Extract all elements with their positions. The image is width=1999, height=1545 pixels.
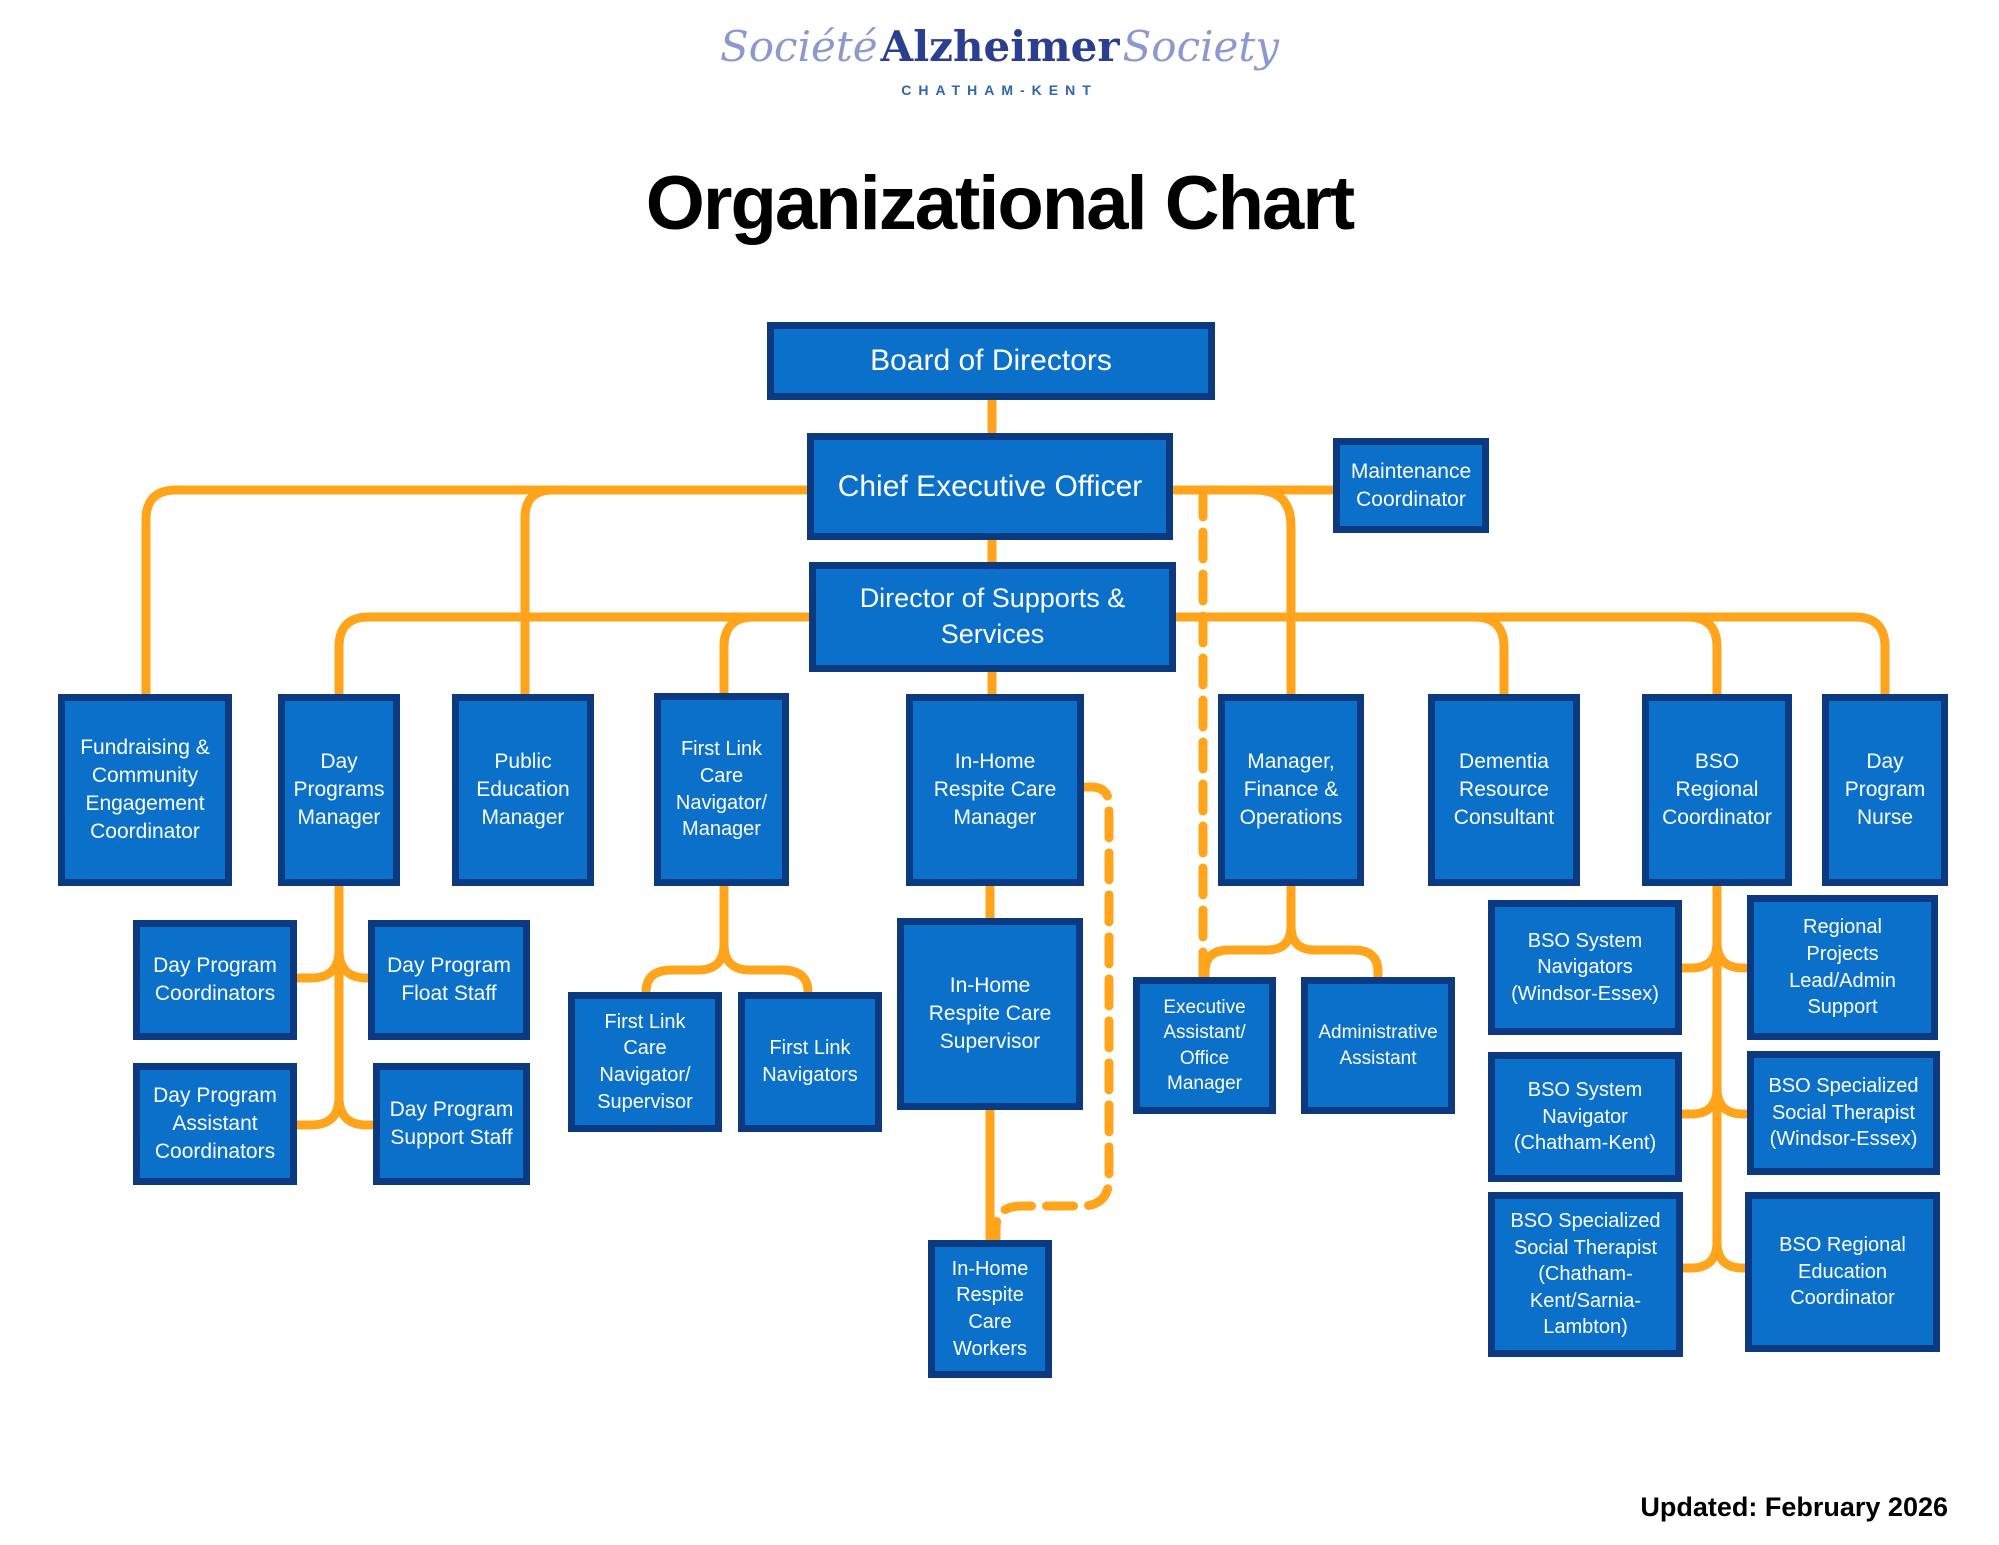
node-maintenance: Maintenance Coordinator: [1333, 438, 1489, 533]
solid-connector: [1677, 1083, 1722, 1119]
solid-connector: [292, 945, 344, 983]
node-dp-assistant-coords: Day Program Assistant Coordinators: [133, 1063, 297, 1185]
node-first-link-manager: First Link Care Navigator/ Manager: [654, 693, 789, 886]
solid-connector: [1250, 485, 1296, 699]
solid-connector: [334, 945, 373, 983]
solid-connector: [141, 485, 812, 699]
node-board: Board of Directors: [767, 322, 1215, 400]
solid-connector: [292, 1092, 344, 1130]
node-finance-operations: Manager, Finance & Operations: [1218, 694, 1364, 886]
node-bso-regional-ed: BSO Regional Education Coordinator: [1745, 1192, 1940, 1352]
node-ih-supervisor: In-Home Respite Care Supervisor: [897, 918, 1083, 1110]
node-day-programs-manager: Day Programs Manager: [278, 694, 400, 886]
node-director: Director of Supports & Services: [809, 562, 1176, 672]
logo-society-text: Society: [1122, 22, 1279, 71]
node-in-home-manager: In-Home Respite Care Manager: [906, 694, 1084, 886]
page-title: Organizational Chart: [645, 161, 1355, 246]
solid-connector: [334, 1092, 378, 1130]
solid-connector: [719, 939, 813, 997]
node-dp-coordinators: Day Program Coordinators: [133, 920, 297, 1040]
solid-connector: [1678, 1237, 1722, 1273]
solid-connector: [520, 485, 558, 699]
node-fl-navigators: First Link Navigators: [738, 992, 882, 1132]
logo-alzheimer-text: Alzheimer: [880, 22, 1120, 71]
node-dp-float-staff: Day Program Float Staff: [368, 920, 530, 1040]
node-bso-sst-chatham: BSO Specialized Social Therapist (Chatha…: [1488, 1192, 1683, 1357]
node-ih-workers: In-Home Respite Care Workers: [928, 1240, 1052, 1378]
solid-connector: [1677, 937, 1722, 973]
node-fundraising: Fundraising & Community Engagement Coord…: [58, 694, 232, 886]
node-public-education: Public Education Manager: [452, 694, 594, 886]
solid-connector: [1712, 937, 1752, 973]
solid-connector: [1682, 612, 1722, 699]
solid-connector: [334, 612, 817, 699]
node-bso-sst-windsor: BSO Specialized Social Therapist (Windso…: [1747, 1051, 1940, 1175]
solid-connector: [641, 939, 729, 997]
alzheimer-society-logo: SociétéAlzheimerSociety: [0, 22, 1999, 71]
solid-connector: [1712, 1237, 1750, 1273]
solid-connector: [1286, 921, 1383, 982]
node-regional-projects: Regional Projects Lead/Admin Support: [1747, 895, 1938, 1040]
solid-connector: [1171, 612, 1890, 699]
solid-connector: [1712, 1083, 1752, 1119]
logo-societe-text: Société: [720, 22, 878, 71]
dashed-connector: [991, 782, 1114, 1245]
node-dementia-consultant: Dementia Resource Consultant: [1428, 694, 1580, 886]
node-bso-regional: BSO Regional Coordinator: [1642, 694, 1792, 886]
updated-date-label: Updated: February 2026: [1640, 1492, 1948, 1522]
node-dp-support-staff: Day Program Support Staff: [373, 1063, 530, 1185]
solid-connector: [1469, 612, 1509, 699]
solid-connector: [719, 612, 759, 698]
node-exec-assistant: Executive Assistant/ Office Manager: [1133, 977, 1276, 1114]
node-day-program-nurse: Day Program Nurse: [1822, 694, 1948, 886]
node-bso-system-navigator: BSO System Navigator (Chatham-Kent): [1488, 1052, 1682, 1182]
logo-chatham-kent-subtitle: CHATHAM-KENT: [901, 82, 1098, 98]
node-admin-assistant: Administrative Assistant: [1301, 977, 1455, 1114]
node-ceo: Chief Executive Officer: [807, 433, 1173, 540]
solid-connector: [1200, 921, 1296, 982]
node-bso-system-navigators: BSO System Navigators (Windsor-Essex): [1488, 900, 1682, 1035]
node-fl-supervisor: First Link Care Navigator/ Supervisor: [568, 992, 722, 1132]
